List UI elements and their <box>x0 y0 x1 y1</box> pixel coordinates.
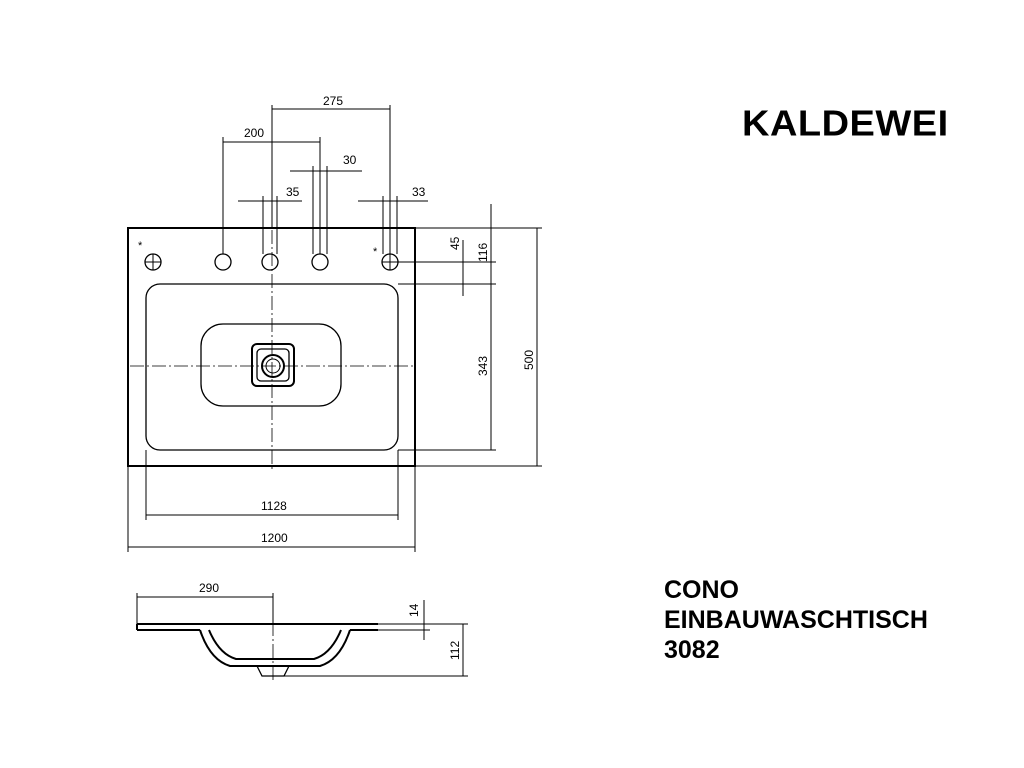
dim-1200: 1200 <box>261 531 288 545</box>
tap-hole-2 <box>261 253 279 271</box>
dim-290: 290 <box>199 581 219 595</box>
option-star-left: * <box>138 240 143 252</box>
product-number: 3082 <box>664 636 720 664</box>
brand-logo: KALDEWEI <box>742 104 949 144</box>
dim-1128: 1128 <box>261 499 287 513</box>
product-title-block: CONO EINBAUWASCHTISCH 3082 <box>664 575 928 665</box>
dim-500: 500 <box>522 350 536 370</box>
tap-hole-3 <box>311 253 329 271</box>
tap-hole-far-right <box>381 253 399 271</box>
section-view <box>136 600 420 680</box>
product-line-name: CONO <box>664 576 739 604</box>
drain-well-outline <box>200 323 342 407</box>
dim-116: 116 <box>476 243 490 262</box>
dim-33: 33 <box>412 185 426 199</box>
tap-hole-1 <box>214 253 232 271</box>
dim-35: 35 <box>286 185 300 199</box>
dim-14: 14 <box>407 603 421 617</box>
product-type: EINBAUWASCHTISCH <box>664 606 928 634</box>
dim-45: 45 <box>448 236 462 250</box>
dim-112: 112 <box>448 641 462 660</box>
dim-200: 200 <box>244 126 264 140</box>
basin-outer-outline <box>127 227 416 467</box>
dim-343: 343 <box>476 356 490 376</box>
dim-30: 30 <box>343 153 357 167</box>
tap-hole-far-left <box>144 253 162 271</box>
option-star-right: * <box>373 246 378 258</box>
drain-icon <box>251 343 295 387</box>
dim-275: 275 <box>323 94 343 108</box>
